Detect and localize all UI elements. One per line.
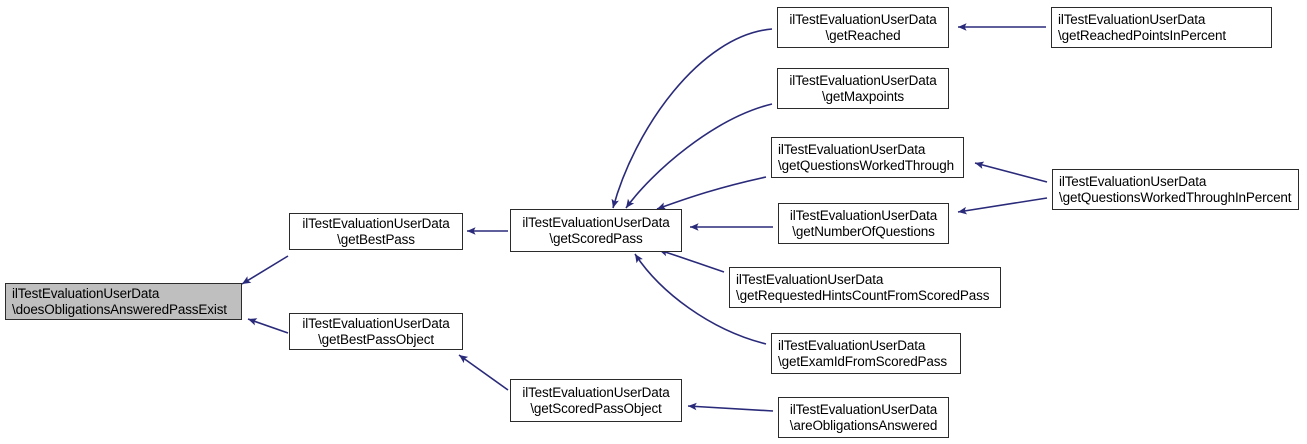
node-class-line: ilTestEvaluationUserData <box>789 73 937 88</box>
node-getExamIdFromScoredPass[interactable]: ilTestEvaluationUserData \getExamIdFromS… <box>771 333 961 374</box>
node-getBestPassObject[interactable]: ilTestEvaluationUserData \getBestPassObj… <box>289 313 463 350</box>
node-method-line: \getBestPassObject <box>318 331 434 347</box>
edge-getBestPassObject-to-doesObligationsAnsweredPassExist <box>247 318 289 334</box>
node-class-line: ilTestEvaluationUserData <box>302 216 450 231</box>
node-method-line: \getScoredPassObject <box>530 400 662 416</box>
edge-getScoredPassObject-to-getBestPassObject <box>458 354 509 391</box>
node-method-line: \doesObligationsAnsweredPassExist <box>12 301 227 317</box>
node-method-line: \getQuestionsWorkedThroughInPercent <box>1059 189 1292 205</box>
node-getNumberOfQuestions[interactable]: ilTestEvaluationUserData \getNumberOfQue… <box>778 203 949 244</box>
node-method-line: \getReachedPointsInPercent <box>1058 27 1226 43</box>
node-class-line: ilTestEvaluationUserData <box>522 215 670 230</box>
node-method-line: \areObligationsAnswered <box>789 417 938 433</box>
node-method-line: \getExamIdFromScoredPass <box>778 353 947 369</box>
node-getReached[interactable]: ilTestEvaluationUserData \getReached <box>777 7 949 48</box>
edge-areObligationsAnswered-to-getScoredPassObject <box>687 402 774 412</box>
node-getQuestionsWorkedThrough[interactable]: ilTestEvaluationUserData \getQuestionsWo… <box>771 137 964 178</box>
edge-getQuestionsWorkedThroughInPercent-to-getNumberOfQuestions <box>957 197 1048 215</box>
node-getScoredPass[interactable]: ilTestEvaluationUserData \getScoredPass <box>510 209 682 252</box>
node-class-line: ilTestEvaluationUserData <box>302 316 450 331</box>
edge-getBestPass-to-doesObligationsAnsweredPassExist <box>241 255 289 285</box>
node-class-line: ilTestEvaluationUserData <box>778 338 926 353</box>
node-class-line: ilTestEvaluationUserData <box>789 12 937 27</box>
node-doesObligationsAnsweredPassExist[interactable]: ilTestEvaluationUserData \doesObligation… <box>5 283 242 320</box>
edge-getRequestedHintsCountFromScoredPass-to-getScoredPass <box>658 249 725 273</box>
node-class-line: ilTestEvaluationUserData <box>12 286 160 301</box>
edge-getQuestionsWorkedThrough-to-getScoredPass <box>656 176 767 210</box>
node-method-line: \getRequestedHintsCountFromScoredPass <box>736 287 990 303</box>
node-method-line: \getQuestionsWorkedThrough <box>778 157 954 173</box>
node-method-line: \getNumberOfQuestions <box>792 223 935 239</box>
node-class-line: ilTestEvaluationUserData <box>789 208 938 223</box>
node-class-line: ilTestEvaluationUserData <box>778 142 926 157</box>
node-getQuestionsWorkedThroughInPercent[interactable]: ilTestEvaluationUserData \getQuestionsWo… <box>1052 169 1299 210</box>
node-areObligationsAnswered[interactable]: ilTestEvaluationUserData \areObligations… <box>778 397 949 438</box>
node-class-line: ilTestEvaluationUserData <box>789 402 938 417</box>
node-getRequestedHintsCountFromScoredPass[interactable]: ilTestEvaluationUserData \getRequestedHi… <box>729 267 1001 308</box>
node-getReachedPointsInPercent[interactable]: ilTestEvaluationUserData \getReachedPoin… <box>1051 7 1272 48</box>
edge-getMaxpoints-to-getScoredPass <box>625 103 773 209</box>
node-class-line: ilTestEvaluationUserData <box>736 272 884 287</box>
edge-getQuestionsWorkedThroughInPercent-to-getQuestionsWorkedThrough <box>974 161 1048 183</box>
node-class-line: ilTestEvaluationUserData <box>1059 174 1207 189</box>
node-method-line: \getBestPass <box>337 231 415 247</box>
node-getBestPass[interactable]: ilTestEvaluationUserData \getBestPass <box>289 213 463 250</box>
node-method-line: \getMaxpoints <box>821 88 905 104</box>
node-class-line: ilTestEvaluationUserData <box>1058 12 1206 27</box>
edge-getReached-to-getScoredPass <box>611 28 773 209</box>
node-class-line: ilTestEvaluationUserData <box>522 385 670 400</box>
node-getMaxpoints[interactable]: ilTestEvaluationUserData \getMaxpoints <box>777 68 949 109</box>
node-method-line: \getScoredPass <box>549 230 643 246</box>
node-getScoredPassObject[interactable]: ilTestEvaluationUserData \getScoredPassO… <box>510 379 682 422</box>
node-method-line: \getReached <box>825 27 901 43</box>
